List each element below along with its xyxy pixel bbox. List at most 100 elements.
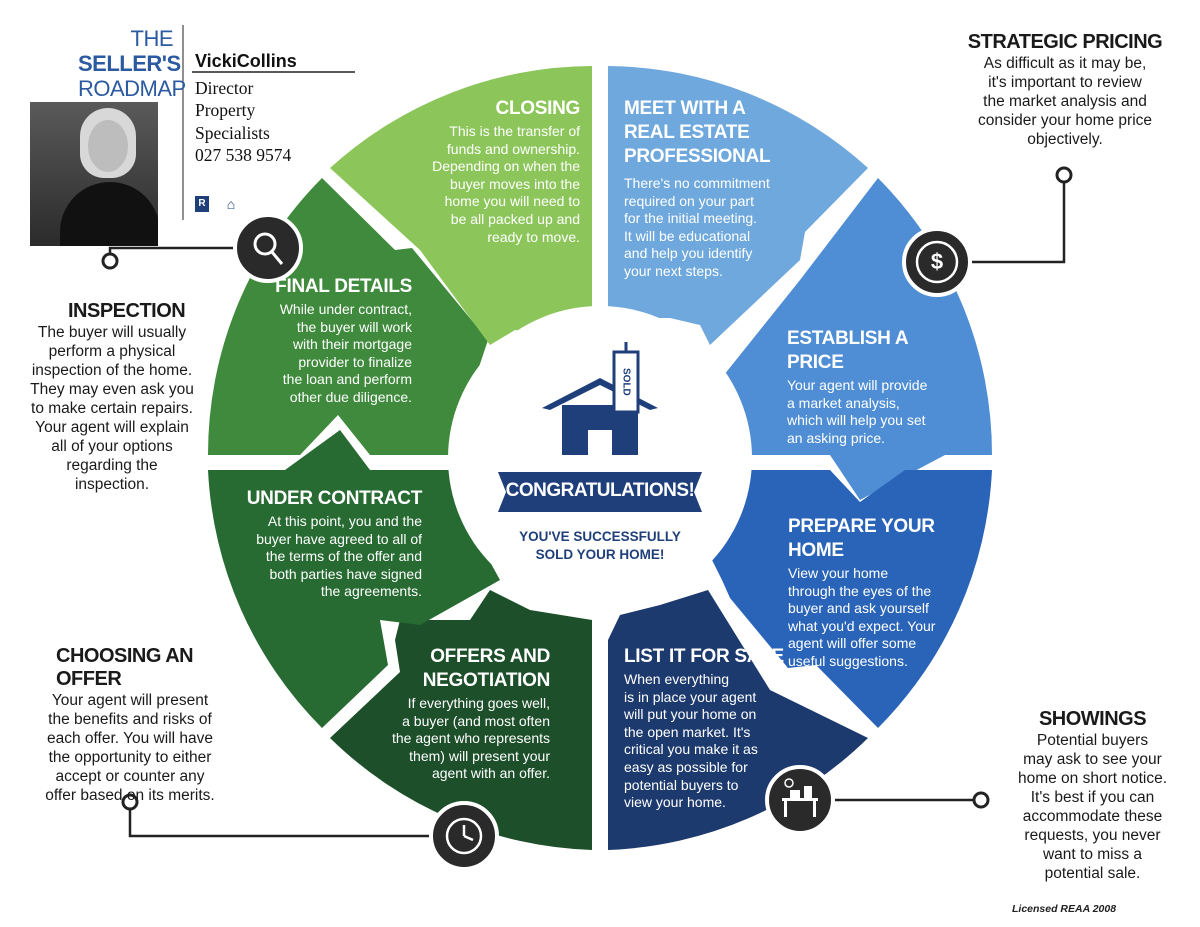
list-line: is in place your agent <box>624 688 757 705</box>
list-line: the open market. It's <box>624 723 751 740</box>
meet-title-2: REAL ESTATE <box>624 122 750 143</box>
inspection-line: The buyer will usually <box>37 324 187 341</box>
congrats-subtitle: YOU'VE SUCCESSFULLY SOLD YOUR HOME! <box>490 528 710 564</box>
list-line: When everything <box>624 671 730 687</box>
final-title: FINAL DETAILS <box>275 276 412 297</box>
title-the: THE <box>130 26 174 51</box>
final-line: other due diligence. <box>289 388 412 405</box>
prepare-line: useful suggestions. <box>788 652 908 669</box>
dollar-icon: $ <box>930 249 944 274</box>
callout-inspection: INSPECTION The buyer will usually perfor… <box>22 300 202 494</box>
segment-closing: CLOSING This is the transfer of funds an… <box>400 97 580 246</box>
agent-role: Director <box>195 77 254 98</box>
offers-line: agent with an offer. <box>431 765 550 782</box>
showings-line: potential sale. <box>1044 865 1141 882</box>
meet-line: It will be educational <box>624 227 751 244</box>
roadmap-title: THE SELLER'S ROADMAP <box>78 26 186 101</box>
showings-line: home on short notice. <box>1017 770 1168 787</box>
showings-line: want to miss a <box>1042 846 1143 863</box>
list-title: LIST IT FOR SALE <box>624 646 784 667</box>
meet-line: There's no commitment <box>624 175 770 191</box>
offers-line: the agent who represents <box>392 730 550 747</box>
agent-name: VickiCollins <box>195 51 297 71</box>
final-line: the buyer will work <box>296 318 412 335</box>
closing-line: ready to move. <box>487 228 580 245</box>
equal-housing-icon: ⌂ <box>226 196 236 212</box>
pricing-line: As difficult as it may be, <box>983 55 1147 72</box>
prepare-line: through the eyes of the <box>788 582 932 599</box>
price-title: ESTABLISH A PRICE <box>787 328 908 373</box>
offers-title-2: NEGOTIATION <box>422 670 551 691</box>
price-line: Your agent will provide <box>787 377 928 393</box>
subtitle-line-2: SOLD YOUR HOME! <box>535 547 665 562</box>
meet-line: your next steps. <box>624 262 723 279</box>
closing-line: home you will need to <box>444 193 580 210</box>
list-line: potential buyers to <box>624 776 739 793</box>
pricing-line: the market analysis and <box>983 93 1147 110</box>
price-line: an asking price. <box>787 429 886 446</box>
callout-pricing: STRATEGIC PRICING As difficult as it may… <box>960 31 1170 149</box>
prepare-line: View your home <box>788 565 889 581</box>
agent-photo <box>30 102 158 246</box>
inspection-line: Your agent will explain <box>35 419 189 436</box>
sold-sign-text: SOLD <box>620 368 632 396</box>
prepare-line: what you'd expect. Your <box>788 617 936 634</box>
offers-line: a buyer (and most often <box>402 712 550 729</box>
segment-offers: OFFERS AND NEGOTIATION If everything goe… <box>370 645 550 783</box>
offers-line: If everything goes well, <box>407 695 550 711</box>
segment-final: FINAL DETAILS While under contract, the … <box>232 275 412 407</box>
inspection-line: regarding the <box>66 457 158 474</box>
pricing-line: it's important to review <box>988 74 1142 91</box>
house-icon <box>542 342 658 455</box>
pricing-line: objectively. <box>1027 131 1103 148</box>
agent-company-1: Property <box>195 100 256 120</box>
inspection-line: They may even ask you <box>30 381 194 398</box>
meet-line: and help you identify <box>624 245 753 262</box>
congrats-banner: CONGRATULATIONS! <box>505 480 695 501</box>
contract-line: both parties have signed <box>269 565 422 582</box>
prepare-line: buyer and ask yourself <box>788 600 929 617</box>
meet-title-1: MEET WITH A <box>624 98 746 119</box>
inspection-line: inspection. <box>74 476 150 493</box>
meet-line: for the initial meeting. <box>624 210 758 227</box>
callout-showings: SHOWINGS Potential buyers may ask to see… <box>1000 708 1185 883</box>
price-line: which will help you set <box>787 412 926 429</box>
desk-icon <box>782 778 818 817</box>
offers-title-1: OFFERS AND <box>430 646 550 667</box>
prepare-line: agent will offer some <box>788 635 917 652</box>
showings-line: may ask to see your <box>1023 751 1162 768</box>
offer-line: each offer. You will have <box>46 730 214 747</box>
segment-meet-shape <box>608 66 868 345</box>
agent-company-2: Specialists <box>195 122 270 143</box>
list-line: easy as possible for <box>624 758 748 775</box>
inspection-title: INSPECTION <box>68 300 186 322</box>
meet-title-3: PROFESSIONAL <box>624 146 771 167</box>
inspection-line: to make certain repairs. <box>31 400 193 417</box>
final-line: with their mortgage <box>292 336 412 353</box>
contract-title: UNDER CONTRACT <box>246 488 423 509</box>
closing-line: be all packed up and <box>450 210 580 227</box>
offers-line: them) will present your <box>409 747 550 764</box>
showings-title: SHOWINGS <box>1038 708 1147 730</box>
list-line: view your home. <box>624 794 726 811</box>
offer-line: accept or counter any <box>55 768 205 785</box>
segment-prepare: PREPARE YOUR HOME View your home through… <box>788 515 968 671</box>
sold-sign: SOLD <box>616 356 636 408</box>
contract-line: the terms of the offer and <box>265 548 422 565</box>
contract-line: At this point, you and the <box>267 513 422 529</box>
inspection-line: all of your options <box>51 438 173 455</box>
segment-closing-shape <box>330 66 592 345</box>
segment-meet: MEET WITH A REAL ESTATE PROFESSIONAL The… <box>624 97 804 281</box>
subtitle-line-1: YOU'VE SUCCESSFULLY <box>519 529 681 544</box>
contract-line: the agreements. <box>320 583 422 600</box>
segment-list: LIST IT FOR SALE When everything is in p… <box>624 645 794 812</box>
contract-line: buyer have agreed to all of <box>256 530 422 547</box>
closing-line: This is the transfer of <box>449 123 580 139</box>
price-line: a market analysis, <box>787 394 900 411</box>
segment-price: ESTABLISH A PRICE Your agent will provid… <box>787 327 967 447</box>
offer-line: offer based on its merits. <box>45 787 215 804</box>
realtor-logo: R <box>195 196 209 212</box>
segment-contract-shape <box>208 430 500 728</box>
closing-line: funds and ownership. <box>446 140 580 157</box>
